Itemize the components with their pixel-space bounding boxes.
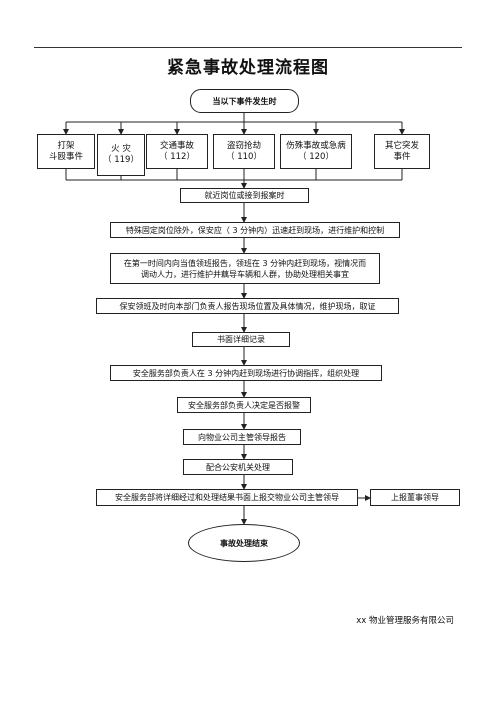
event-theft: 盗窃抢劫 （ 110） xyxy=(213,134,275,169)
event-title: 交通事故 xyxy=(159,140,194,151)
event-injury: 伤殊事故或急病 （ 120） xyxy=(280,134,352,169)
step-label: 特殊固定岗位除外，保安应（ 3 分钟内）迅速赶到现场，进行维护和控制 xyxy=(125,225,385,235)
step-label-line1: 在第一时间内向当值领班报告，领班在 3 分钟内赶到现场，视情况而 xyxy=(123,258,367,268)
step-manager-command: 安全服务部负责人在 3 分钟内赶到现场进行协调指挥，组织处理 xyxy=(110,365,382,381)
event-title: 其它突发 xyxy=(384,140,419,151)
start-node: 当以下事件发生时 xyxy=(190,89,299,113)
step-label: 书面详细记录 xyxy=(217,335,265,344)
step-label: 安全服务部负责人在 3 分钟内赶到现场进行协调指挥，组织处理 xyxy=(132,368,360,378)
event-subtitle: 斗殴事件 xyxy=(48,151,83,162)
step-label: 向物业公司主管领导报告 xyxy=(198,432,286,442)
event-traffic: 交通事故 （ 112） xyxy=(146,134,208,169)
step-guard-arrive: 特殊固定岗位除外，保安应（ 3 分钟内）迅速赶到现场，进行维护和控制 xyxy=(110,222,400,238)
event-fight: 打架 斗殴事件 xyxy=(37,134,95,169)
step-report-supervisor: 在第一时间内向当值领班报告，领班在 3 分钟内赶到现场，视情况而 调动人力，进行… xyxy=(110,253,380,284)
event-title: 火 灾 xyxy=(111,144,131,154)
start-label: 当以下事件发生时 xyxy=(212,96,277,106)
step-written-submit: 安全服务部将详细经过和处理结果书面上报交物业公司主管领导 xyxy=(96,489,358,506)
event-subtitle: （ 110） xyxy=(226,151,262,162)
company-name: xx 物业管理服务有限公司 xyxy=(356,616,454,626)
page-title: 紧急事故处理流程图 xyxy=(167,58,329,78)
end-label: 事故处理结束 xyxy=(220,538,268,548)
event-title: 盗窃抢劫 xyxy=(226,140,261,151)
step-label: 就近岗位或接到报案时 xyxy=(204,191,285,200)
event-subtitle: （ 119） xyxy=(103,155,139,165)
step-label: 上报董事领导 xyxy=(391,493,439,502)
step-label: 配合公安机关处理 xyxy=(206,462,270,472)
step-label: 保安领班及时向本部门负责人报告现场位置及具体情况，维护现场，取证 xyxy=(119,301,376,311)
step-decide-police: 安全服务部负责人决定是否报警 xyxy=(177,397,311,413)
step-label: 安全服务部将详细经过和处理结果书面上报交物业公司主管领导 xyxy=(115,493,339,502)
event-other: 其它突发 事件 xyxy=(374,134,430,169)
step-report-board: 上报董事领导 xyxy=(370,489,460,506)
step-assist-police: 配合公安机关处理 xyxy=(183,459,293,475)
event-title: 打架 xyxy=(57,140,75,151)
step-written-record: 书面详细记录 xyxy=(192,332,290,347)
end-node: 事故处理结束 xyxy=(188,524,300,562)
step-report-company: 向物业公司主管领导报告 xyxy=(183,429,301,445)
step-receive-report: 就近岗位或接到报案时 xyxy=(180,188,309,203)
event-subtitle: （ 120） xyxy=(298,151,334,162)
event-subtitle: 事件 xyxy=(393,151,411,162)
event-fire: 火 灾 （ 119） xyxy=(97,134,145,176)
step-report-department: 保安领班及时向本部门负责人报告现场位置及具体情况，维护现场，取证 xyxy=(96,298,399,314)
event-title: 伤殊事故或急病 xyxy=(286,140,346,151)
header-rule xyxy=(34,47,462,48)
event-subtitle: （ 112） xyxy=(159,151,195,162)
step-label-line2: 调动人力，进行维护并藕导车辆和人群，协助处理相关事宜 xyxy=(141,269,349,279)
step-label: 安全服务部负责人决定是否报警 xyxy=(188,400,300,410)
